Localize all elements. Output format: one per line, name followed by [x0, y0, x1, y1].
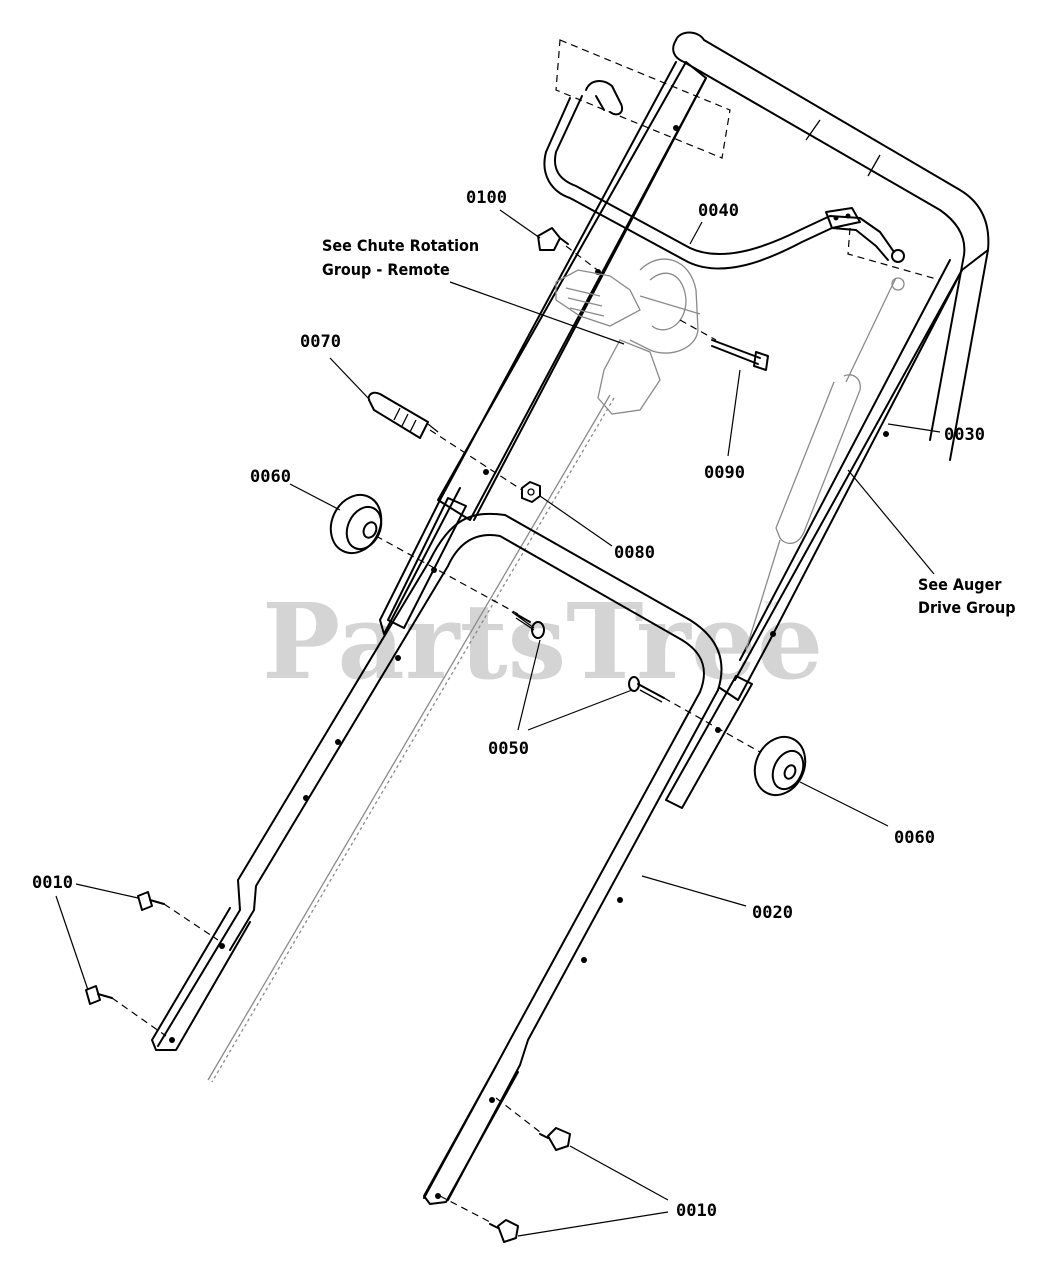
leader-lines: [55, 209, 941, 1237]
carriage-bolt-0050-upper: [511, 611, 545, 639]
watermark-trademark: TM: [763, 601, 777, 611]
note-chute-line1: See Chute Rotation: [322, 236, 479, 255]
label-0060-left: 0060: [250, 467, 291, 487]
nut-0080: [521, 481, 541, 503]
label-0050: 0050: [488, 739, 529, 759]
note-chute-line2: Group - Remote: [322, 260, 450, 279]
label-0070: 0070: [300, 332, 341, 352]
label-0010-bottom: 0010: [676, 1201, 717, 1221]
label-0100: 0100: [466, 188, 507, 208]
chute-rotation-assembly: [555, 258, 701, 415]
label-0010-left: 0010: [32, 873, 73, 893]
part-labels: 0100 0040 See Chute Rotation Group - Rem…: [32, 188, 1016, 1221]
knob-0100: [537, 227, 569, 251]
lower-handle-0020: [151, 497, 753, 1205]
label-0080: 0080: [614, 543, 655, 563]
control-bail-0040: [543, 80, 905, 270]
knob-0060-right: [753, 735, 807, 797]
note-auger-line1: See Auger: [918, 575, 1002, 594]
note-auger-line2: Drive Group: [918, 598, 1016, 617]
dashed-guides: [111, 39, 941, 1223]
bolt-0010-bottom-lower: [489, 1219, 519, 1243]
label-0020: 0020: [752, 903, 793, 923]
label-0040: 0040: [698, 201, 739, 221]
knob-0060-left: [329, 493, 383, 555]
bolt-0010-left-upper: [137, 891, 165, 911]
carriage-bolt-0050-lower: [628, 676, 665, 703]
handle-grip-0070: [367, 391, 439, 439]
bolt-0010-bottom-upper: [539, 1127, 571, 1151]
bolt-0010-left-lower: [85, 985, 113, 1005]
bolt-0090: [711, 339, 769, 371]
watermark: PartsTree TM: [262, 580, 823, 703]
label-0030: 0030: [944, 425, 985, 445]
label-0060-right: 0060: [894, 828, 935, 848]
control-cable: [207, 394, 615, 1083]
label-0090: 0090: [704, 463, 745, 483]
auger-drive-cable: [745, 277, 905, 651]
watermark-text: PartsTree: [262, 580, 823, 703]
